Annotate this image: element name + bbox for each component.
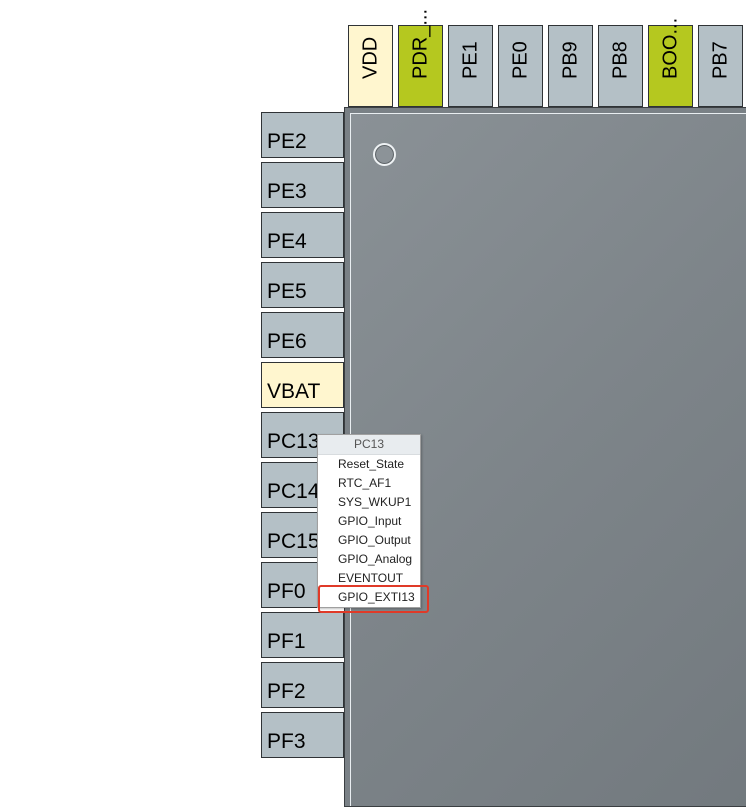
pin-pb9[interactable]: PB9 bbox=[548, 25, 593, 107]
pin1-indicator-icon bbox=[373, 143, 396, 166]
pin-vbat[interactable]: VBAT bbox=[261, 362, 344, 408]
pin-pb8[interactable]: PB8 bbox=[598, 25, 643, 107]
menu-item-gpio-input[interactable]: GPIO_Input bbox=[338, 514, 402, 528]
pin-label: PF3 bbox=[267, 730, 306, 753]
pin-label: VDD bbox=[359, 36, 381, 79]
menu-item-rtc-af1[interactable]: RTC_AF1 bbox=[338, 476, 392, 490]
pin-label: PF1 bbox=[267, 630, 306, 653]
pin-label: PB7 bbox=[709, 41, 731, 79]
pin-label: PE5 bbox=[267, 280, 307, 303]
menu-item-gpio-exti13[interactable]: GPIO_EXTI13 bbox=[338, 590, 415, 604]
menu-title: PC13 bbox=[318, 435, 420, 455]
menu-item-gpio-analog[interactable]: GPIO_Analog bbox=[338, 552, 413, 566]
pin-label: PF2 bbox=[267, 680, 306, 703]
pin-label: PC14 bbox=[267, 480, 320, 503]
pin-pf3[interactable]: PF3 bbox=[261, 712, 344, 758]
pin-pe0[interactable]: PE0 bbox=[498, 25, 543, 107]
pin-label: PE6 bbox=[267, 330, 307, 353]
pin-label: PB8 bbox=[609, 41, 631, 79]
pin-pdr[interactable]: PDR_... bbox=[398, 9, 443, 107]
pin-pe2[interactable]: PE2 bbox=[261, 112, 344, 158]
pin-pe5[interactable]: PE5 bbox=[261, 262, 344, 308]
pin-label: PC13 bbox=[267, 430, 320, 453]
pin-pb7[interactable]: PB7 bbox=[698, 25, 743, 107]
pin-pe6[interactable]: PE6 bbox=[261, 312, 344, 358]
pin-label: PE0 bbox=[509, 41, 531, 79]
pin-pe1[interactable]: PE1 bbox=[448, 25, 493, 107]
pin-pe3[interactable]: PE3 bbox=[261, 162, 344, 208]
pin-pf1[interactable]: PF1 bbox=[261, 612, 344, 658]
menu-item-eventout[interactable]: EVENTOUT bbox=[338, 571, 404, 585]
pin-vdd[interactable]: VDD bbox=[348, 25, 393, 107]
pin-label: VBAT bbox=[267, 380, 321, 403]
pin-pe4[interactable]: PE4 bbox=[261, 212, 344, 258]
menu-item-gpio-output[interactable]: GPIO_Output bbox=[338, 533, 411, 547]
pin-pf2[interactable]: PF2 bbox=[261, 662, 344, 708]
pin-function-menu: PC13 Reset_State RTC_AF1 SYS_WKUP1 GPIO_… bbox=[317, 434, 421, 608]
pin-label: PE1 bbox=[459, 41, 481, 79]
pin-label: PDR_... bbox=[409, 8, 431, 79]
menu-item-reset-state[interactable]: Reset_State bbox=[338, 457, 405, 471]
pin-label: PC15 bbox=[267, 530, 320, 553]
pin-label: PB9 bbox=[559, 41, 581, 79]
pin-label: PE3 bbox=[267, 180, 307, 203]
menu-item-sys-wkup1[interactable]: SYS_WKUP1 bbox=[338, 495, 412, 509]
pin-label: PF0 bbox=[267, 580, 306, 603]
pin-label: PE4 bbox=[267, 230, 307, 253]
pin-boot0[interactable]: BOO... bbox=[648, 18, 693, 107]
pin-label: BOO... bbox=[659, 17, 681, 79]
pin-label: PE2 bbox=[267, 130, 307, 153]
